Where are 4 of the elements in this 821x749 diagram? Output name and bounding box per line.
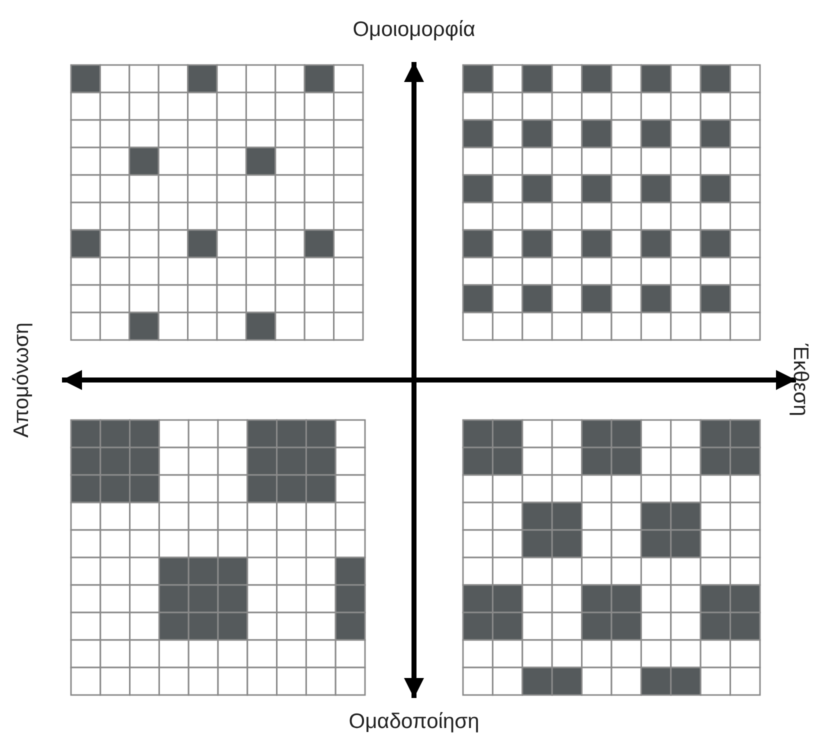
axis-label: Ομαδοποίηση	[348, 710, 480, 734]
axis-label: Απομόνωση	[10, 322, 34, 438]
axis-label: Ομοιομορφία	[352, 18, 476, 42]
axis-label: Έκθεση	[788, 344, 812, 416]
